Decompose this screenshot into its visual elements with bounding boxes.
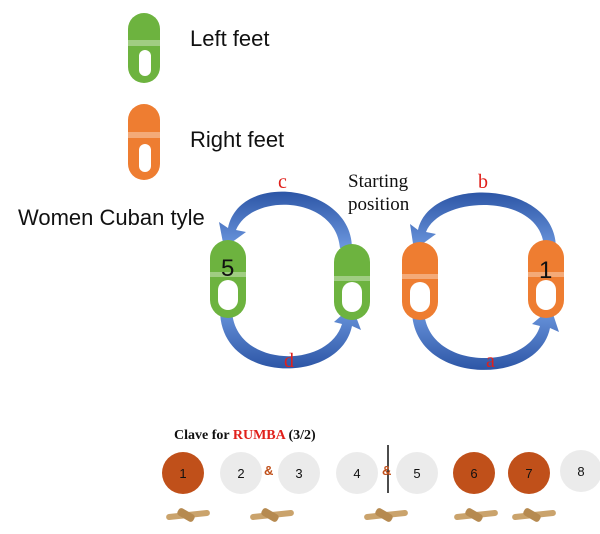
beat-8: 8 — [560, 450, 600, 492]
step-letter-a: a — [486, 350, 495, 372]
arrow-c-icon — [219, 191, 352, 248]
beat-4: 4 — [336, 452, 378, 494]
step-letter-c: c — [278, 171, 287, 193]
legend-left-label: Left feet — [190, 26, 270, 51]
foot-number-1: 1 — [539, 257, 553, 284]
clave-title-prefix: Clave for — [174, 428, 233, 443]
left-foot-outer-icon — [334, 244, 370, 320]
diagram-title: Women Cuban tyle — [18, 205, 205, 230]
arrow-a-icon — [412, 308, 559, 370]
legend-left-foot-icon — [128, 13, 160, 83]
clave-title: Clave for RUMBA (3/2) — [174, 428, 316, 444]
beat-2: 2 — [220, 452, 262, 494]
starting-position-line2: position — [348, 194, 410, 215]
beat-5: 5 — [396, 452, 438, 494]
beat-and-2: & — [382, 463, 392, 478]
starting-position-label: Starting position — [348, 170, 409, 216]
clave-title-suffix: (3/2) — [284, 428, 316, 443]
beat-6: 6 — [453, 452, 495, 494]
beat-7: 7 — [508, 452, 550, 494]
right-foot-outer-icon — [528, 240, 564, 318]
foot-number-5: 5 — [221, 255, 235, 282]
beat-3: 3 — [278, 452, 320, 494]
left-foot-inner-icon — [210, 240, 246, 318]
beat-and-1: & — [264, 463, 274, 478]
clave-title-accent: RUMBA — [232, 428, 285, 443]
starting-position-line1: Starting — [348, 171, 409, 192]
arrow-d-icon — [220, 306, 361, 369]
clave-sticks-icon — [166, 508, 556, 522]
right-foot-inner-icon — [402, 242, 438, 320]
legend-right-label: Right feet — [190, 127, 285, 152]
arrow-b-icon — [410, 192, 556, 250]
step-letter-b: b — [478, 171, 488, 193]
beat-1: 1 — [162, 452, 204, 494]
step-letter-d: d — [284, 350, 294, 372]
legend-right-foot-icon — [128, 104, 160, 180]
